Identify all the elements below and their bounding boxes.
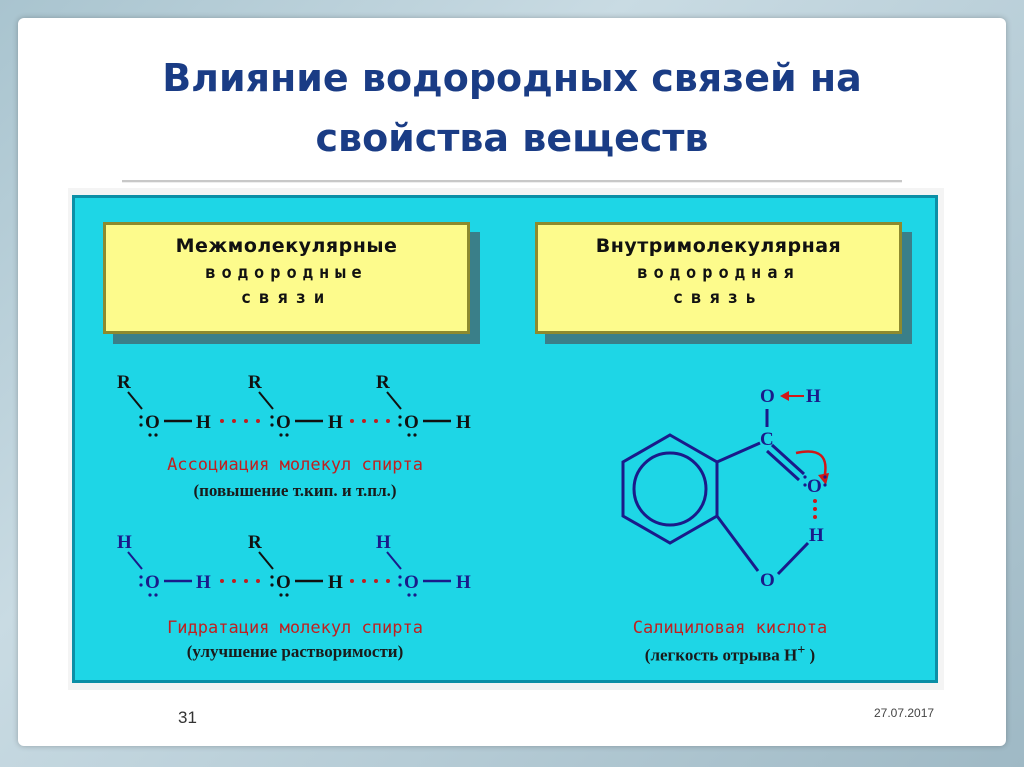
salicylic-note-end: ) (805, 645, 816, 665)
radical-r: R (117, 372, 131, 393)
oxygen-atom: O (807, 476, 822, 497)
intermolecular-line-1: Межмолекулярные (175, 235, 398, 257)
red-arrow-icon (780, 391, 829, 485)
association-caption: Ассоциация молекул спирта (167, 455, 423, 475)
hydration-note: (улучшение растворимости) (186, 642, 404, 661)
salicylic-note: (легкость отрыва H+ ) (555, 642, 905, 666)
oxygen-atom: O (760, 386, 775, 407)
slide-number: 31 (178, 708, 197, 727)
carbon-atom: C (760, 429, 774, 450)
intermolecular-header-box: Межмолекулярные водородные связи (103, 222, 470, 334)
salicylic-acid-structure: O H C O H O (621, 386, 829, 591)
hydrogen-atom: H (376, 532, 391, 553)
hydrogen-atom: H (196, 572, 211, 593)
slide-date: 27.07.2017 (874, 706, 935, 720)
intramolecular-header-box: Внутримолекулярная водородная связь (535, 222, 902, 334)
hydrogen-atom: H (806, 386, 821, 407)
intramolecular-line-2: водородная (637, 263, 800, 283)
oxygen-atom: O (145, 412, 160, 433)
hydrogen-atom: H (456, 572, 471, 593)
title-divider (122, 180, 902, 183)
oxygen-atom: O (404, 572, 419, 593)
hydrogen-atom: H (456, 412, 471, 433)
oxygen-atom: O (145, 572, 160, 593)
hydrogen-atom: H (196, 412, 211, 433)
hydration-caption: Гидратация молекул спирта (167, 618, 423, 638)
hydrogen-atom: H (328, 412, 343, 433)
oxygen-atom: O (276, 572, 291, 593)
intramolecular-line-3: связь (672, 288, 765, 308)
intermolecular-line-2: водородные (205, 263, 368, 283)
oxygen-atom: O (760, 570, 775, 591)
salicylic-note-sup: + (797, 642, 806, 658)
hydrogen-atom: H (328, 572, 343, 593)
slide-title: Влияние водородных связей на свойства ве… (0, 48, 1024, 168)
salicylic-note-text: (легкость отрыва H (644, 645, 798, 665)
radical-r: R (248, 532, 262, 553)
alcohol-association-formula: R R R O H O H O H (117, 372, 471, 437)
oxygen-atom: O (404, 412, 419, 433)
hydrogen-atom: H (809, 525, 824, 546)
alcohol-hydration-formula: H R H O H O H O H (117, 532, 471, 597)
title-line-1: Влияние водородных связей на (162, 56, 862, 100)
radical-r: R (376, 372, 390, 393)
hydrogen-atom: H (117, 532, 132, 553)
association-note: (повышение т.кип. и т.пл.) (193, 481, 397, 500)
oxygen-atom: O (276, 412, 291, 433)
intramolecular-line-1: Внутримолекулярная (595, 235, 842, 257)
radical-r: R (248, 372, 262, 393)
benzene-ring (621, 433, 719, 545)
salicylic-caption: Салициловая кислота (632, 618, 828, 638)
title-line-2: свойства веществ (315, 116, 709, 160)
intermolecular-line-3: связи (240, 288, 333, 308)
